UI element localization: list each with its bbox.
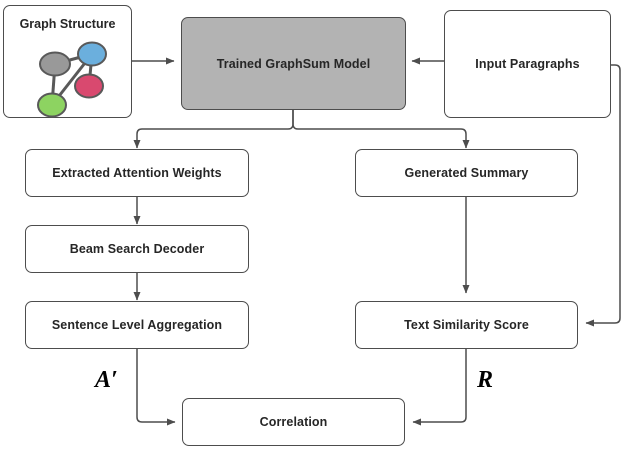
node-correlation[interactable]: Correlation xyxy=(182,398,405,446)
edge-model-to-summary xyxy=(292,110,470,149)
node-trained-graphsum-model[interactable]: Trained GraphSum Model xyxy=(181,17,406,110)
node-sentence-level-aggregation[interactable]: Sentence Level Aggregation xyxy=(25,301,249,349)
node-extracted-attention-weights[interactable]: Extracted Attention Weights xyxy=(25,149,249,197)
edge-similarity-to-correlation xyxy=(412,349,467,426)
edge-label-a-prime: A′ xyxy=(95,367,118,393)
graph-structure-title: Graph Structure xyxy=(19,17,116,31)
edge-model-to-attention xyxy=(133,110,294,149)
node-label: Beam Search Decoder xyxy=(69,242,205,256)
node-label: Trained GraphSum Model xyxy=(216,56,371,71)
node-beam-search-decoder[interactable]: Beam Search Decoder xyxy=(25,225,249,273)
node-label: Text Similarity Score xyxy=(404,318,529,332)
node-input-paragraphs[interactable]: Input Paragraphs xyxy=(444,10,611,118)
edge-sentence-to-correlation xyxy=(136,349,176,426)
graph-node-green xyxy=(37,92,67,118)
graph-structure-illustration xyxy=(37,41,107,118)
edge-input-to-similarity xyxy=(585,64,621,327)
edge-label-r: R xyxy=(477,367,494,393)
graph-node-pink xyxy=(74,73,104,99)
graph-node-gray xyxy=(39,51,71,77)
node-text-similarity-score[interactable]: Text Similarity Score xyxy=(355,301,578,349)
node-label: Input Paragraphs xyxy=(475,57,580,71)
node-generated-summary[interactable]: Generated Summary xyxy=(355,149,578,197)
node-label: Sentence Level Aggregation xyxy=(51,318,223,332)
node-label: Generated Summary xyxy=(404,166,529,180)
graph-structure-panel: Graph Structure xyxy=(3,5,132,118)
node-label: Correlation xyxy=(259,415,328,429)
graph-node-blue xyxy=(77,41,107,67)
node-label: Extracted Attention Weights xyxy=(52,166,222,180)
